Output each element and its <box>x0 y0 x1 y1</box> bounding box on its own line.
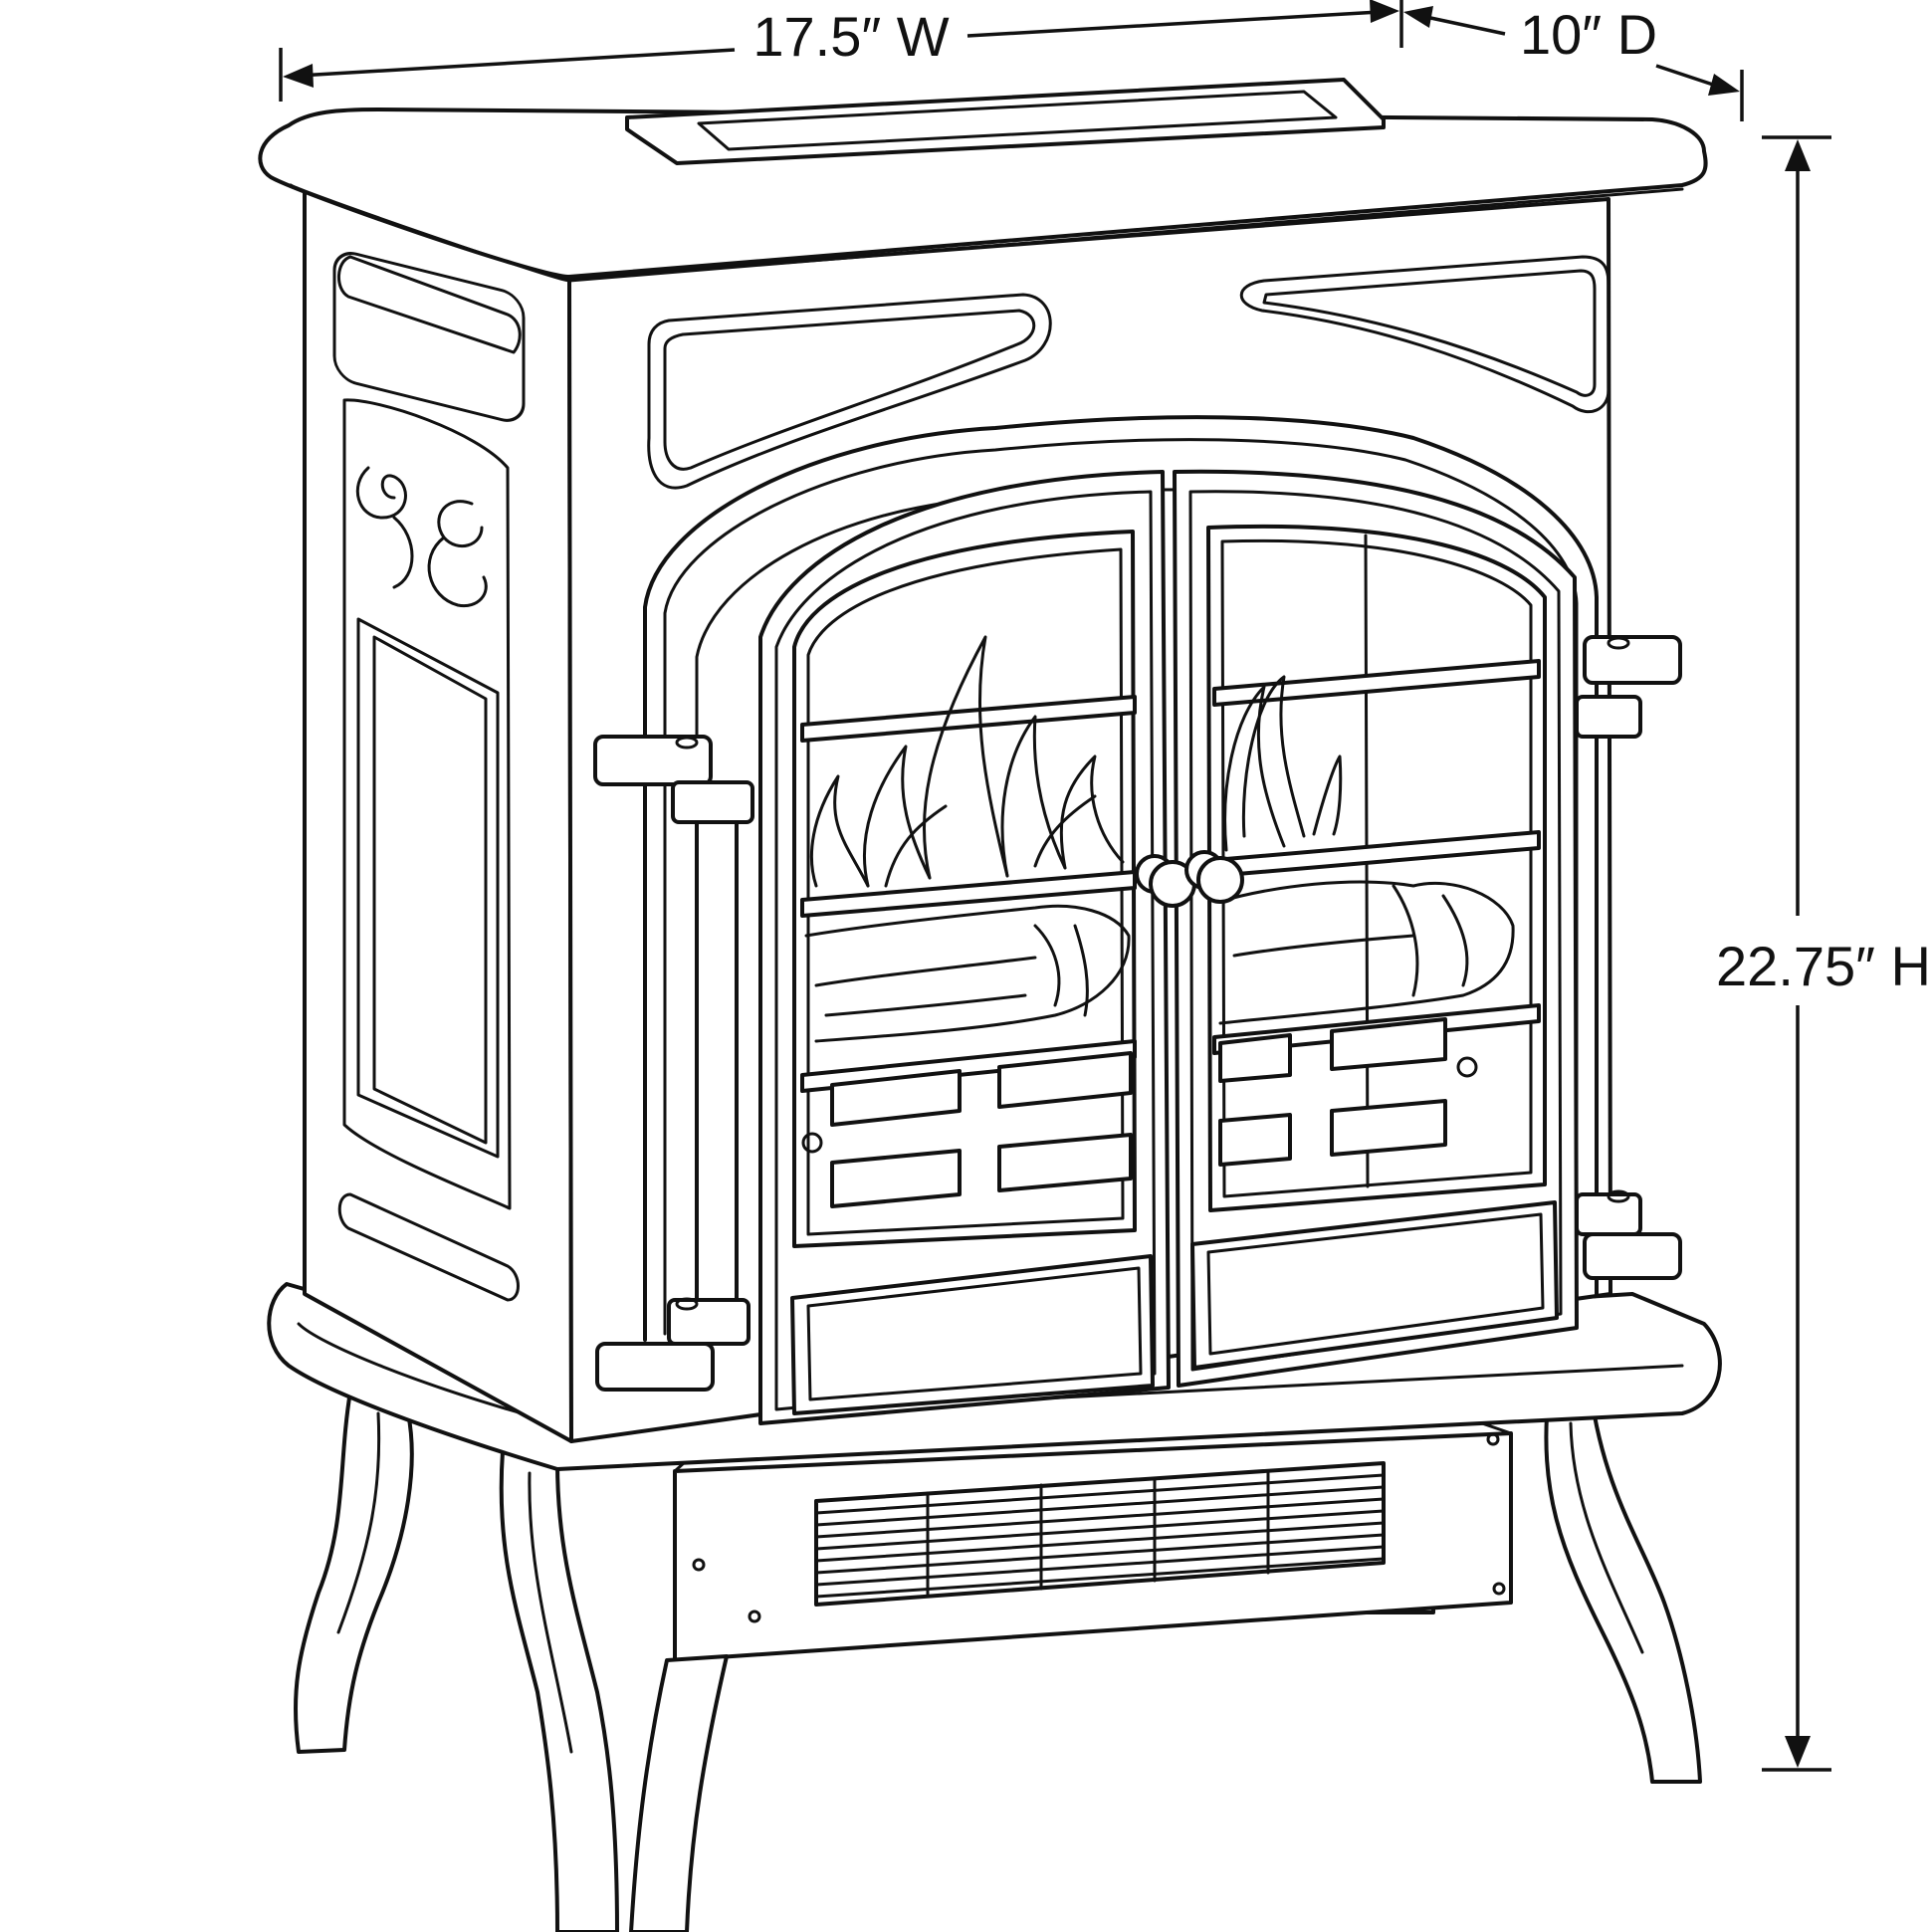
stove-illustration <box>258 78 1722 1932</box>
depth-label: 10″ D <box>1520 3 1657 66</box>
left-door <box>758 470 1171 1425</box>
heater-grille <box>814 1461 1386 1607</box>
door-knobs <box>1135 850 1244 908</box>
depth-dimension: 10″ D <box>1403 3 1744 121</box>
height-dimension: 22.75″ H <box>1716 135 1931 1772</box>
width-label: 17.5″ W <box>752 5 949 68</box>
width-dimension: 17.5″ W <box>279 0 1403 102</box>
front-legs <box>293 1390 729 1932</box>
right-door <box>1173 469 1579 1388</box>
door-hinges <box>593 635 1682 1392</box>
cabinet-side <box>303 185 573 1443</box>
top-slab <box>258 78 1708 283</box>
height-label: 22.75″ H <box>1716 935 1931 997</box>
